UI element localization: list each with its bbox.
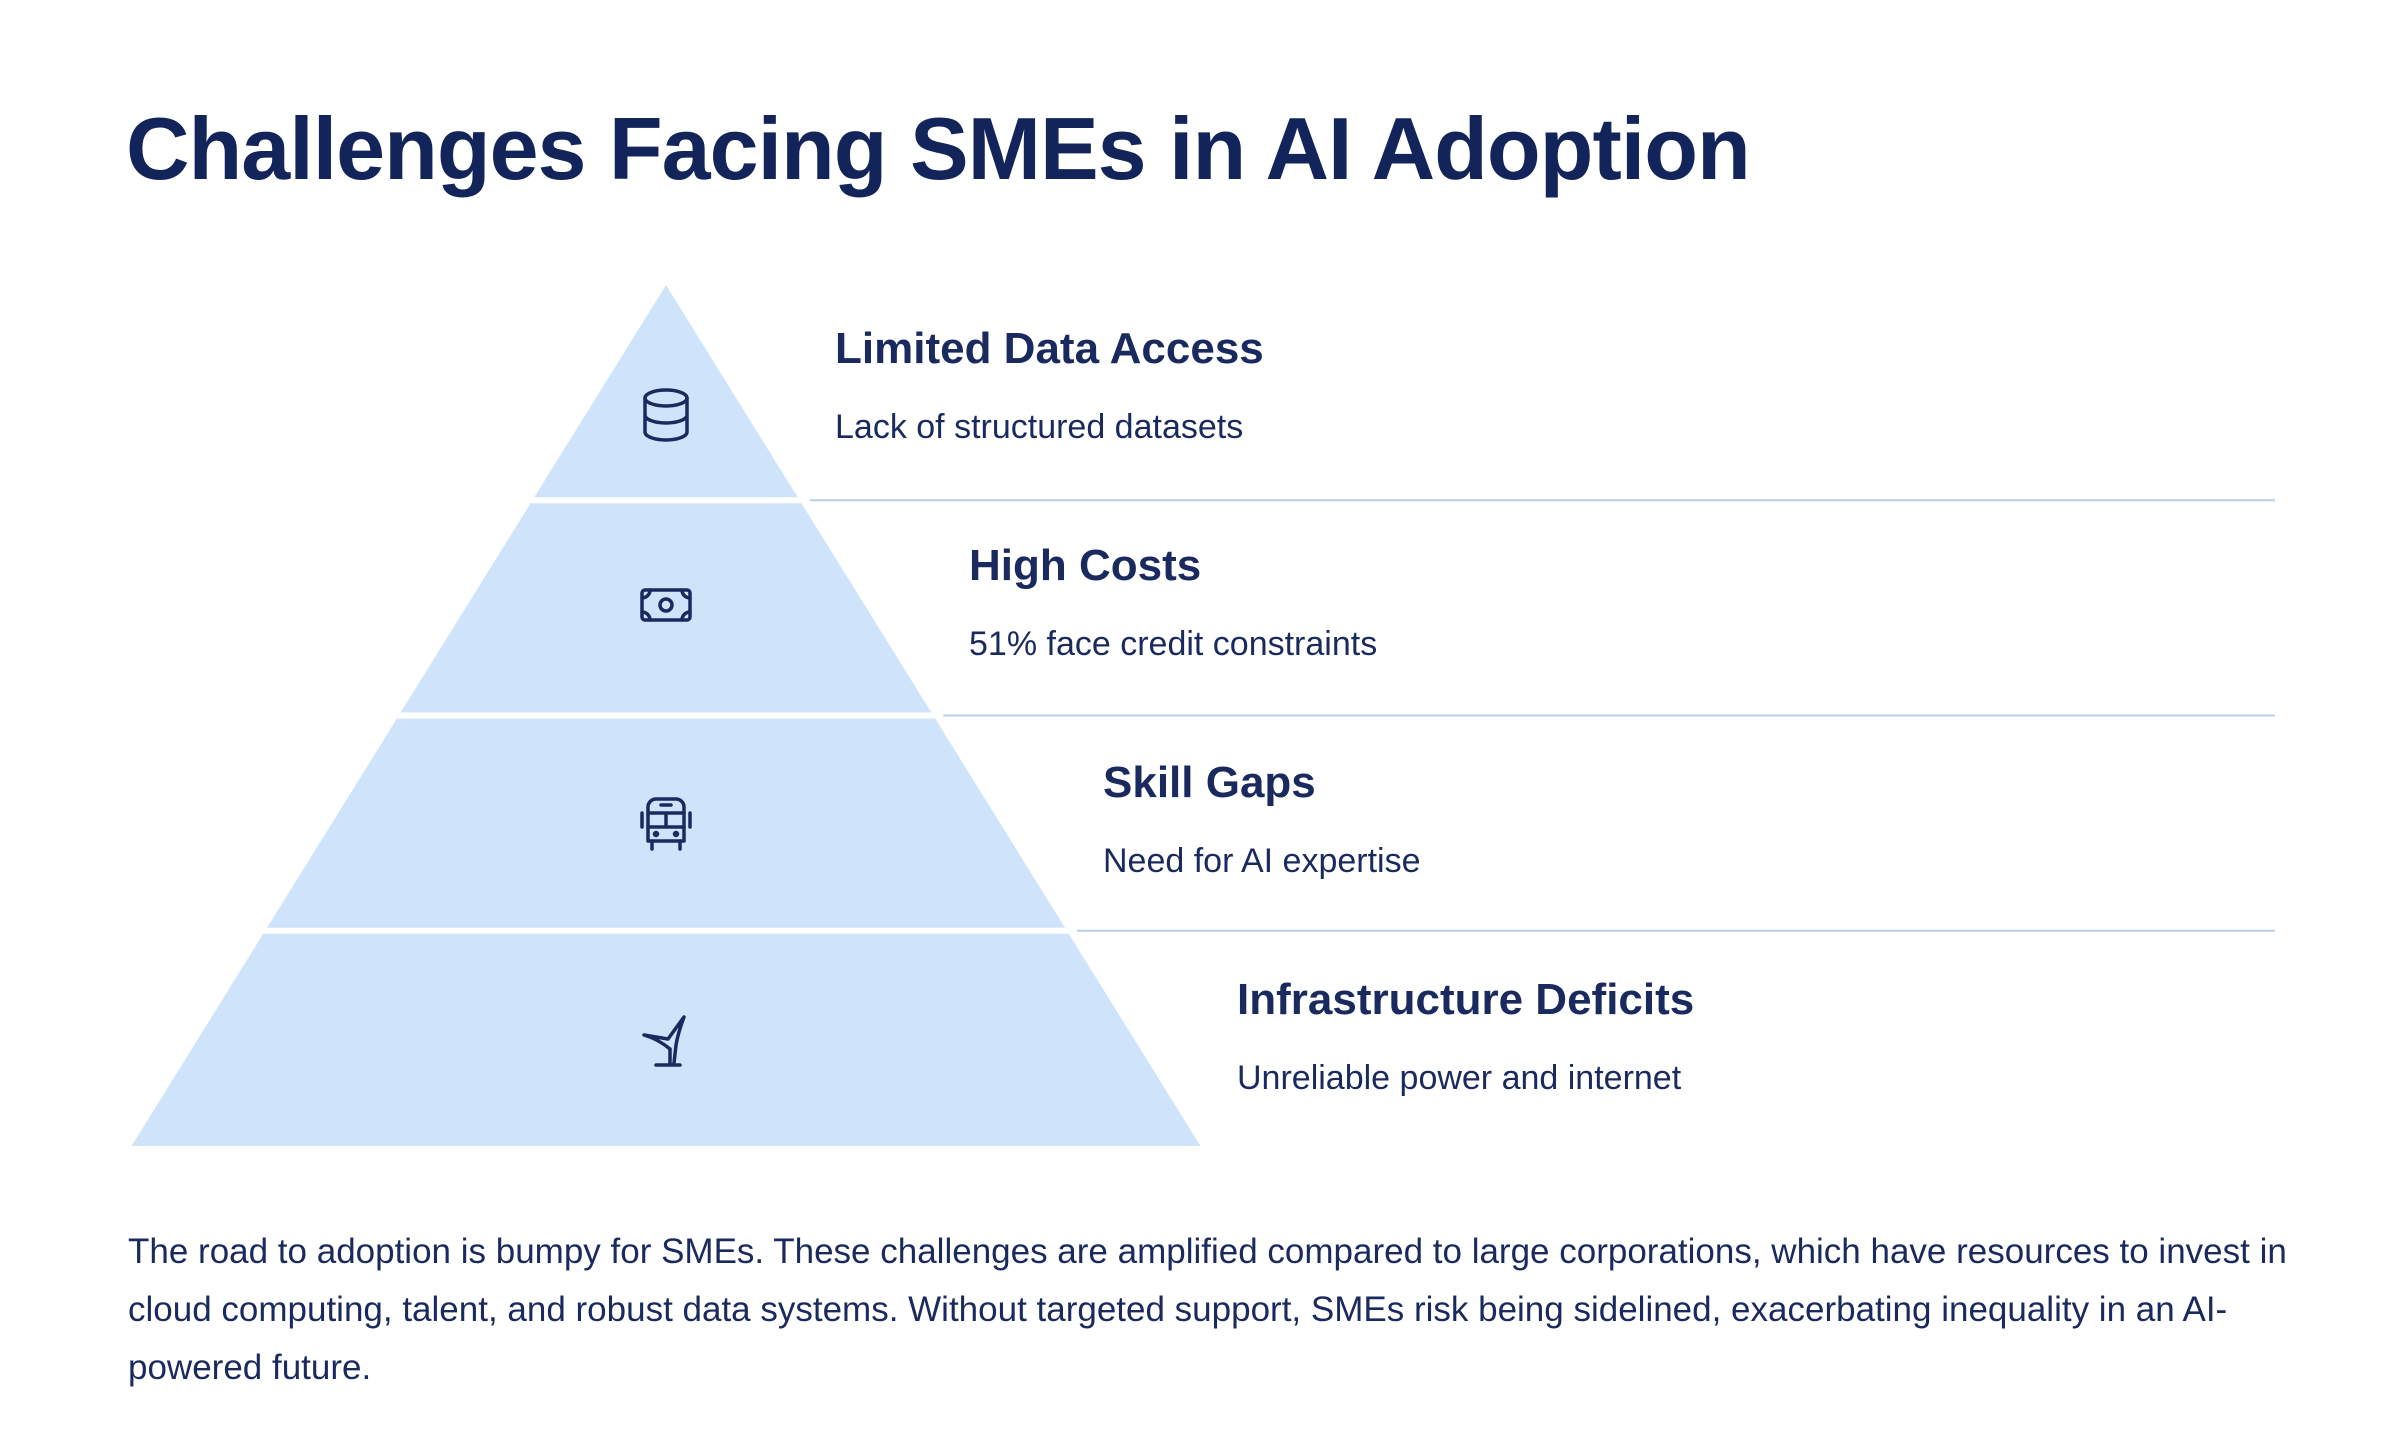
level-title: High Costs: [969, 541, 1202, 590]
level-description: Unreliable power and internet: [1237, 1059, 1682, 1097]
level-description: Need for AI expertise: [1103, 842, 1421, 880]
level-description: Lack of structured datasets: [835, 408, 1244, 446]
wind-turbine-icon: [642, 1015, 686, 1067]
pyramid-layer: [400, 503, 932, 713]
summary-paragraph: The road to adoption is bumpy for SMEs. …: [128, 1232, 2287, 1387]
page-title: Challenges Facing SMEs in AI Adoption: [126, 99, 1751, 198]
level-title: Skill Gaps: [1103, 758, 1316, 807]
level-title: Limited Data Access: [835, 324, 1264, 373]
bus-icon: [640, 797, 692, 851]
level-title: Infrastructure Deficits: [1237, 975, 1695, 1024]
level-description: 51% face credit constraints: [969, 625, 1378, 663]
database-icon: [643, 388, 689, 442]
banknote-icon: [640, 588, 692, 622]
